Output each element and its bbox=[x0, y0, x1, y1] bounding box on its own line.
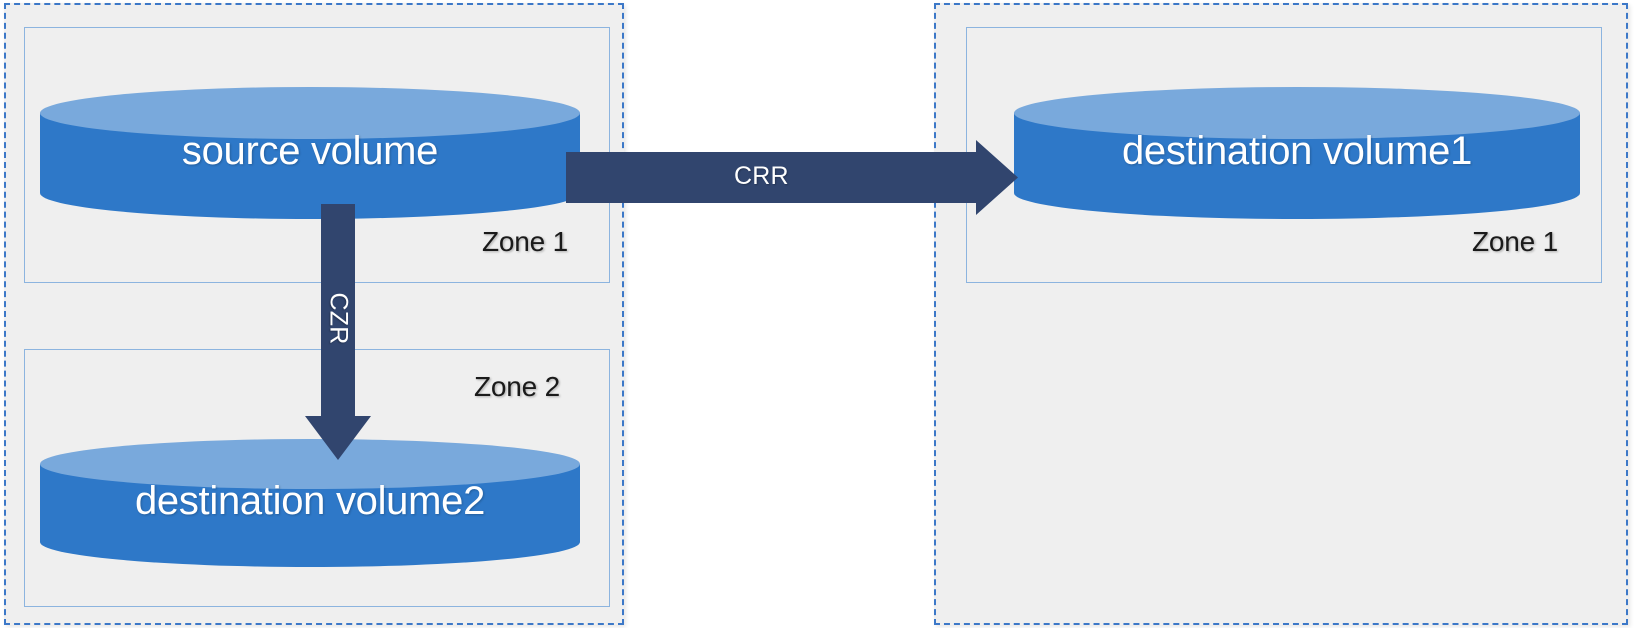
zone-a1-label: Zone 1 bbox=[482, 226, 568, 257]
connection-czr-arrow[interactable]: CZR bbox=[305, 204, 371, 460]
region-a-container: Region A Zone 1 Zone 2 source volume des… bbox=[4, 3, 624, 625]
volume-destination-volume1[interactable]: destination volume1 bbox=[1014, 87, 1580, 219]
volume-source-volume[interactable]: source volume bbox=[40, 87, 580, 219]
database-cylinder-icon bbox=[1014, 87, 1580, 219]
zone-a2-label: Zone 2 bbox=[474, 371, 560, 402]
zone-b1-label: Zone 1 bbox=[1472, 226, 1558, 257]
database-cylinder-icon bbox=[40, 87, 580, 219]
connection-czr-label: CZR bbox=[324, 292, 353, 345]
connection-crr-arrow[interactable]: CRR bbox=[566, 140, 1018, 215]
database-cylinder-icon bbox=[40, 439, 580, 567]
arrow-down-icon bbox=[305, 204, 371, 460]
connection-crr-label: CRR bbox=[734, 162, 789, 190]
arrow-right-icon bbox=[566, 140, 1018, 215]
region-b-container: Region B Zone 1 destination volume1 bbox=[934, 3, 1628, 625]
